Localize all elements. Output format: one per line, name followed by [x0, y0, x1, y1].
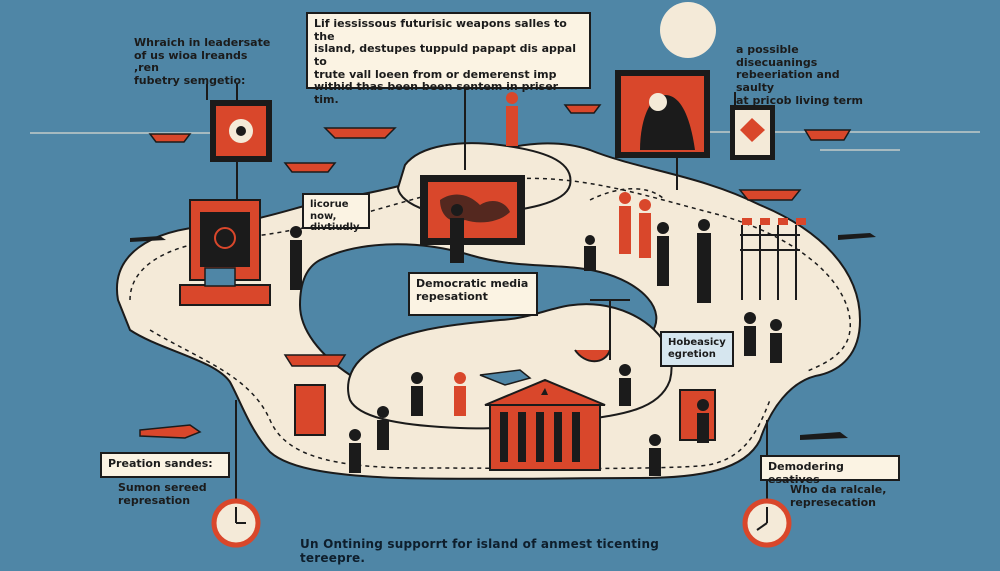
label-bottom-right-heading: Demodering esatives: [760, 455, 900, 485]
sun-icon: [660, 2, 716, 58]
flag-fence: [740, 225, 800, 300]
aircraft: [130, 233, 876, 440]
label-bottom-right-body: Who da ralcale, represecation: [790, 483, 887, 509]
dashed-path-handshake: [589, 188, 666, 201]
bottom-caption: Un Ontining supporrt for island of anmes…: [300, 537, 660, 565]
label-island-left: licorue now, divtiudly: [302, 193, 370, 233]
emblem-icon: [214, 227, 236, 249]
meeting-table: [179, 284, 271, 306]
star-icon: [541, 388, 548, 395]
people-accent: [454, 92, 651, 416]
label-right-sign: Hobeasicy egretion: [660, 331, 734, 367]
label-center-media: Democratic media repesationt: [408, 272, 538, 316]
missile-icon: [800, 432, 848, 440]
inner-islet: [347, 303, 673, 430]
clock-right-icon: [742, 498, 792, 548]
label-top-left: Whraich in leadersate of us wioa lreands…: [134, 36, 271, 87]
parliament-building: [489, 404, 601, 471]
label-top-right: a possible disecuanings rebeeriation and…: [736, 43, 863, 107]
label-top-center: Lif iessissous futurisic weapons salles …: [306, 12, 591, 106]
label-bottom-left-heading: Preation sandes:: [100, 452, 230, 478]
scales-icon: [574, 299, 630, 363]
clock-left-icon: [211, 498, 261, 548]
plane-icon: [479, 369, 532, 386]
dashed-border-north: [129, 177, 851, 373]
dashed-border-south: [149, 329, 771, 470]
people-silhouettes: [290, 204, 782, 476]
boats: [148, 104, 852, 367]
helicopter-icon: [139, 424, 202, 439]
label-bottom-left-body: Sumon sereed represation: [118, 481, 207, 507]
left-panel: [294, 384, 326, 436]
star-flag-icon: [740, 118, 765, 142]
